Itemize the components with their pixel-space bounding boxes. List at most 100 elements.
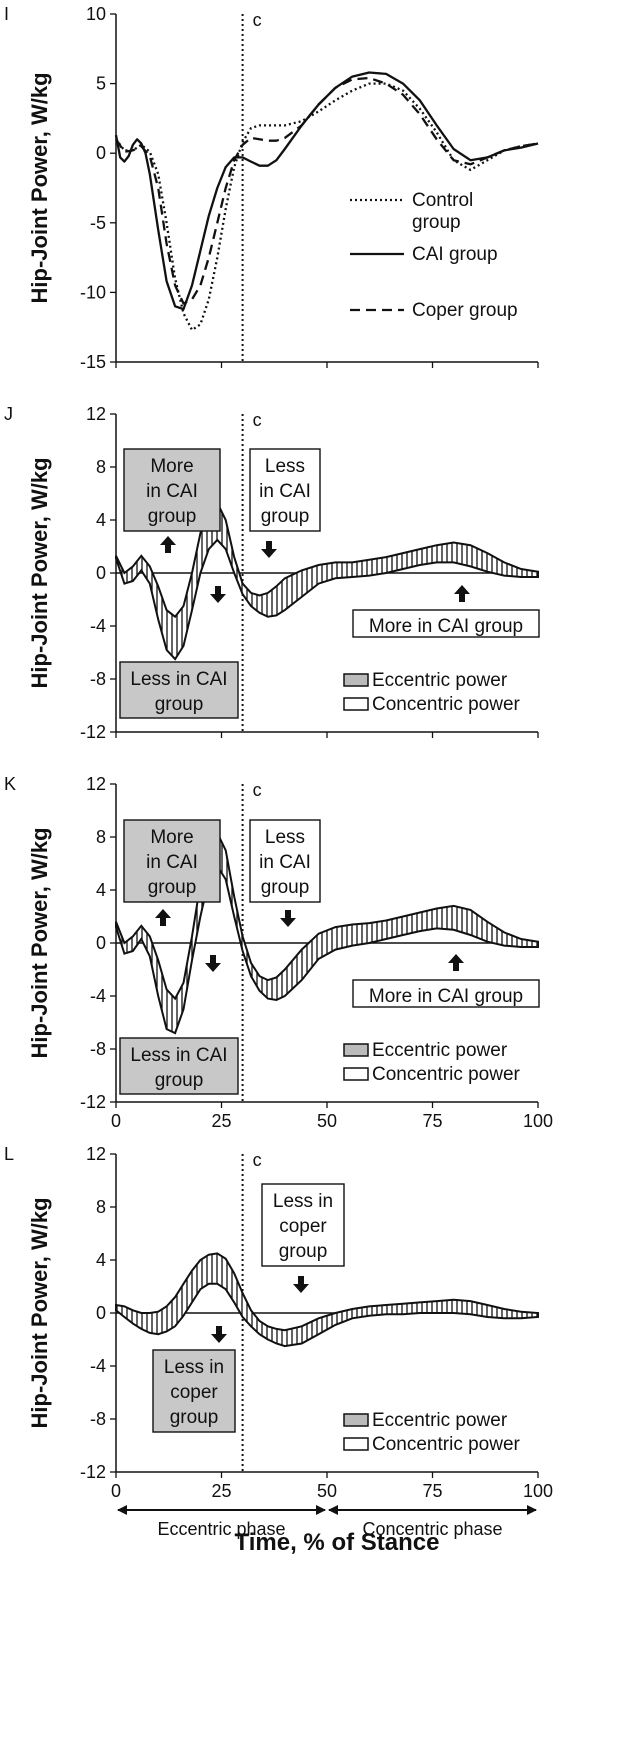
legend-swatch-concentric (343, 1067, 369, 1081)
ann-j-less-cai-text-line: Less (265, 456, 305, 477)
y-axis-label: Hip-Joint Power, W/kg (27, 72, 52, 303)
legend-label: CAI group (412, 244, 498, 265)
legend-label: Concentric power (372, 1064, 521, 1085)
arrow-k-1 (155, 909, 171, 926)
x-tick-label: 75 (422, 1111, 442, 1131)
ann-k-less-cai-low-text-line: Less in CAI (130, 1045, 227, 1066)
ann-l-less-coper-text-line: group (279, 1241, 328, 1262)
y-tick-label: 8 (96, 457, 106, 477)
eccentric-phase-label: Eccentric phase (157, 1519, 285, 1539)
concentric-phase-label: Concentric phase (362, 1519, 502, 1539)
arrow-k-2 (280, 910, 296, 927)
ann-l-less-coper-text-line: Less in (273, 1191, 333, 1212)
ann-l-less-coper-box (261, 1183, 345, 1267)
legend-label: group (412, 212, 461, 233)
ann-l-less-coper-low-box (152, 1349, 236, 1433)
y-axis-label: Hip-Joint Power, W/kg (27, 1197, 52, 1428)
x-tick-label: 0 (111, 1111, 121, 1131)
arrow-down-icon (261, 541, 277, 558)
x-tick-label: 100 (523, 1111, 553, 1131)
y-tick-label: -8 (90, 1409, 106, 1429)
x-tick-label: 50 (317, 1111, 337, 1131)
y-tick-label: 0 (96, 933, 106, 953)
ann-j-less-cai-text-line: in CAI (259, 481, 311, 502)
y-tick-label: 12 (86, 1144, 106, 1164)
y-tick-label: -10 (80, 282, 106, 302)
y-tick-label: -15 (80, 352, 106, 372)
ann-j-more-cai-late-text-line: More in CAI group (369, 616, 523, 637)
ann-k-more-cai-text-line: in CAI (146, 852, 198, 873)
legend-label: Eccentric power (372, 670, 508, 691)
ann-k-more-cai-late-text-line: More in CAI group (369, 986, 523, 1007)
y-tick-label: -4 (90, 616, 106, 636)
vline-label: c (253, 410, 262, 430)
arrow-down-icon (205, 955, 221, 972)
arrow-j-2 (261, 541, 277, 558)
ann-l-less-coper-low-text-line: Less in (164, 1357, 224, 1378)
panel-letter: L (4, 1144, 14, 1164)
x-axis-title: Time, % of Stance (235, 1529, 440, 1556)
arrow-k-4 (448, 954, 464, 971)
y-tick-label: -12 (80, 722, 106, 742)
arrow-up-icon (155, 909, 171, 926)
ann-j-more-cai-late-box (352, 609, 540, 638)
arrow-j-1 (160, 536, 176, 553)
y-tick-label: -8 (90, 1039, 106, 1059)
legend-label: Coper group (412, 300, 518, 321)
vline-label: c (253, 780, 262, 800)
arrow-j-4 (454, 585, 470, 602)
x-tick-label: 75 (422, 1481, 442, 1501)
power-band (115, 1252, 539, 1348)
ann-k-more-cai-text-line: group (148, 877, 197, 898)
legend-label: Eccentric power (372, 1040, 508, 1061)
ann-j-less-cai-text-line: group (261, 506, 310, 527)
legend-label: Concentric power (372, 1434, 521, 1455)
ann-k-less-cai-box (249, 819, 321, 903)
arrow-l-2 (211, 1326, 227, 1343)
y-tick-label: 0 (96, 563, 106, 583)
y-tick-label: -4 (90, 986, 106, 1006)
ann-k-more-cai-box (123, 819, 221, 903)
ann-k-less-cai-low-text: Less in CAI group (130, 1045, 227, 1091)
ann-k-less-cai-text-line: group (261, 877, 310, 898)
panel-letter: I (4, 4, 9, 24)
x-tick-label: 50 (317, 1481, 337, 1501)
y-tick-label: 4 (96, 510, 106, 530)
y-tick-label: 10 (86, 4, 106, 24)
ann-k-more-cai-late-box (352, 979, 540, 1008)
y-tick-label: 8 (96, 1197, 106, 1217)
legend-label: Eccentric power (372, 1410, 508, 1431)
legend-swatch-concentric (343, 1437, 369, 1451)
x-tick-label: 25 (211, 1481, 231, 1501)
arrow-l-1 (293, 1276, 309, 1293)
ann-k-more-cai-text-line: More (150, 827, 193, 848)
y-tick-label: 4 (96, 880, 106, 900)
y-tick-label: 12 (86, 404, 106, 424)
y-tick-label: 0 (96, 1303, 106, 1323)
panel-letter: K (4, 774, 16, 794)
legend-swatch-concentric (343, 697, 369, 711)
y-tick-label: -8 (90, 669, 106, 689)
arrow-down-icon (280, 910, 296, 927)
ann-k-less-cai-low-text-line: group (155, 1070, 204, 1091)
series-line-dotted (115, 82, 539, 332)
ann-k-more-cai-text: More in CAI group (146, 827, 198, 898)
arrow-up-icon (160, 536, 176, 553)
y-tick-label: -12 (80, 1092, 106, 1112)
x-tick-label: 0 (111, 1481, 121, 1501)
series-line-dashed (115, 76, 539, 305)
arrow-k-3 (205, 955, 221, 972)
y-axis-label: Hip-Joint Power, W/kg (27, 457, 52, 688)
arrow-down-icon (210, 586, 226, 603)
ann-j-less-cai-low-box (119, 661, 239, 719)
